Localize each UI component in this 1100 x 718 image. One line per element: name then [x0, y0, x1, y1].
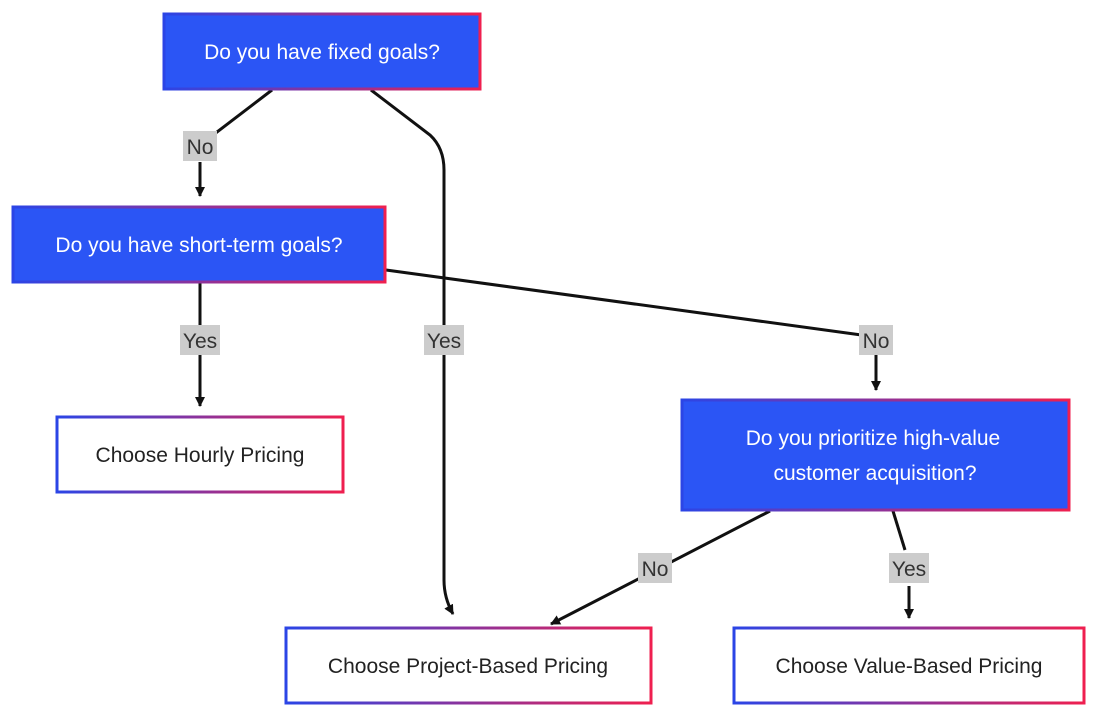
outcome-node-project-based: Choose Project-Based Pricing — [284, 626, 653, 705]
edge-label-text: Yes — [892, 558, 926, 581]
edge-label-text: Yes — [183, 330, 217, 353]
edge-label-short-to-highvalue: No — [859, 325, 893, 355]
node-label: Do you have fixed goals? — [204, 41, 440, 64]
nodes: Do you have fixed goals? Do you have sho… — [11, 12, 1086, 705]
decision-node-high-value: Do you prioritize high-value customer ac… — [680, 398, 1071, 512]
node-label: Choose Value-Based Pricing — [776, 655, 1043, 678]
edge-label-short-to-hourly: Yes — [180, 325, 220, 355]
node-label-line-2: customer acquisition? — [773, 462, 976, 485]
edge-label-text: Yes — [427, 330, 461, 353]
edges — [195, 88, 914, 626]
node-label: Choose Project-Based Pricing — [328, 655, 608, 678]
node-label: Choose Hourly Pricing — [96, 444, 305, 467]
edge-label-fixed-to-short: No — [183, 131, 217, 161]
outcome-node-value-based: Choose Value-Based Pricing — [732, 626, 1086, 705]
edge-label-text: No — [187, 136, 214, 159]
decision-node-short-term-goals: Do you have short-term goals? — [11, 205, 387, 284]
edge-label-text: No — [642, 558, 669, 581]
edge-short-to-highvalue — [385, 268, 877, 339]
decision-node-fixed-goals: Do you have fixed goals? — [162, 12, 482, 91]
edge-highvalue-to-value — [891, 510, 907, 551]
edge-fixed-to-project — [370, 88, 455, 615]
edge-label-fixed-to-project: Yes — [424, 325, 464, 355]
edge-label-highvalue-to-project: No — [638, 553, 672, 583]
edge-labels: No Yes Yes No No Yes — [180, 131, 929, 583]
edge-label-highvalue-to-value: Yes — [889, 553, 929, 583]
node-label-line-1: Do you prioritize high-value — [746, 427, 1000, 450]
node-label: Do you have short-term goals? — [55, 234, 342, 257]
edge-label-text: No — [863, 330, 890, 353]
outcome-node-hourly: Choose Hourly Pricing — [55, 415, 345, 494]
